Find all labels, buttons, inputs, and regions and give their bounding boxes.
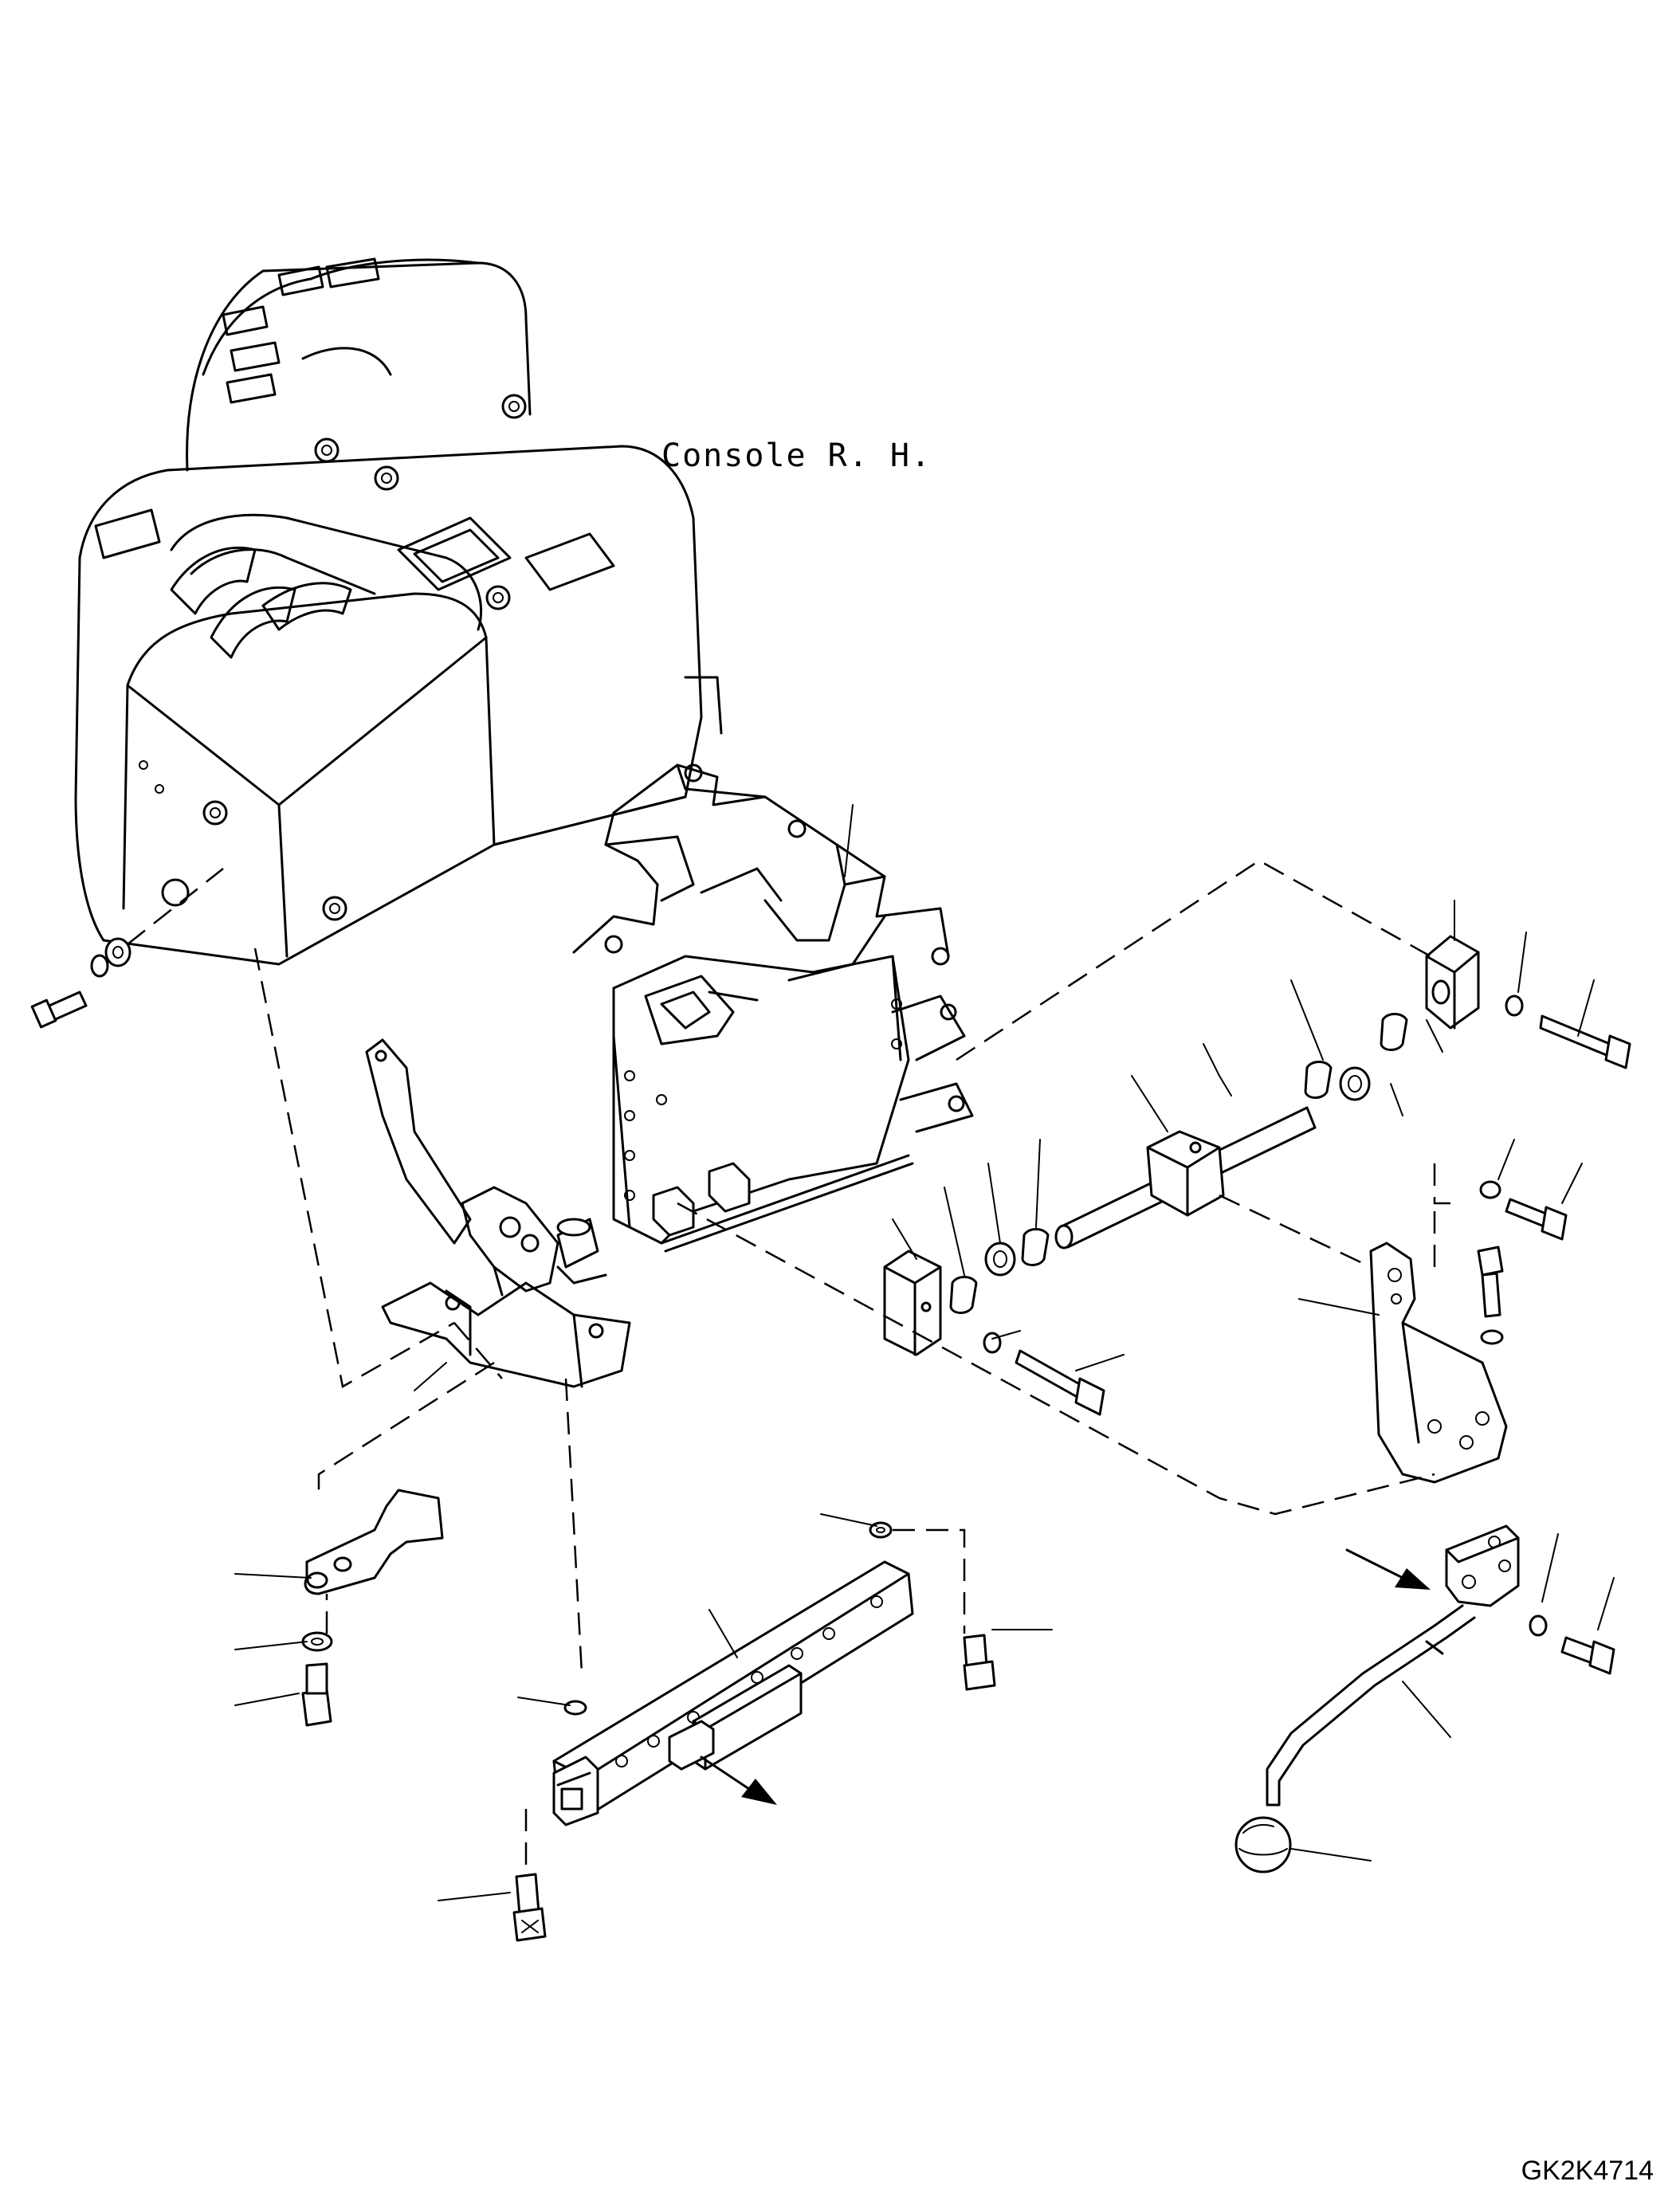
console-mounting-bolt: [30, 868, 224, 1029]
shaft-assembly: [883, 935, 1631, 1484]
lower-left-bracket: [301, 1489, 444, 1727]
lower-rail-assembly: [512, 1521, 996, 1942]
console-label: Console R. H.: [661, 437, 932, 474]
gear-lever: [1234, 1524, 1615, 1873]
pivot-bracket: [365, 1038, 631, 1388]
callout-leaders: [234, 804, 1615, 1901]
main-bracket-frame: [572, 763, 974, 1253]
drawing-code: GK2K4714: [1521, 2156, 1654, 2186]
console-housing: [74, 257, 723, 966]
assembly-centerlines: [253, 859, 1458, 1873]
